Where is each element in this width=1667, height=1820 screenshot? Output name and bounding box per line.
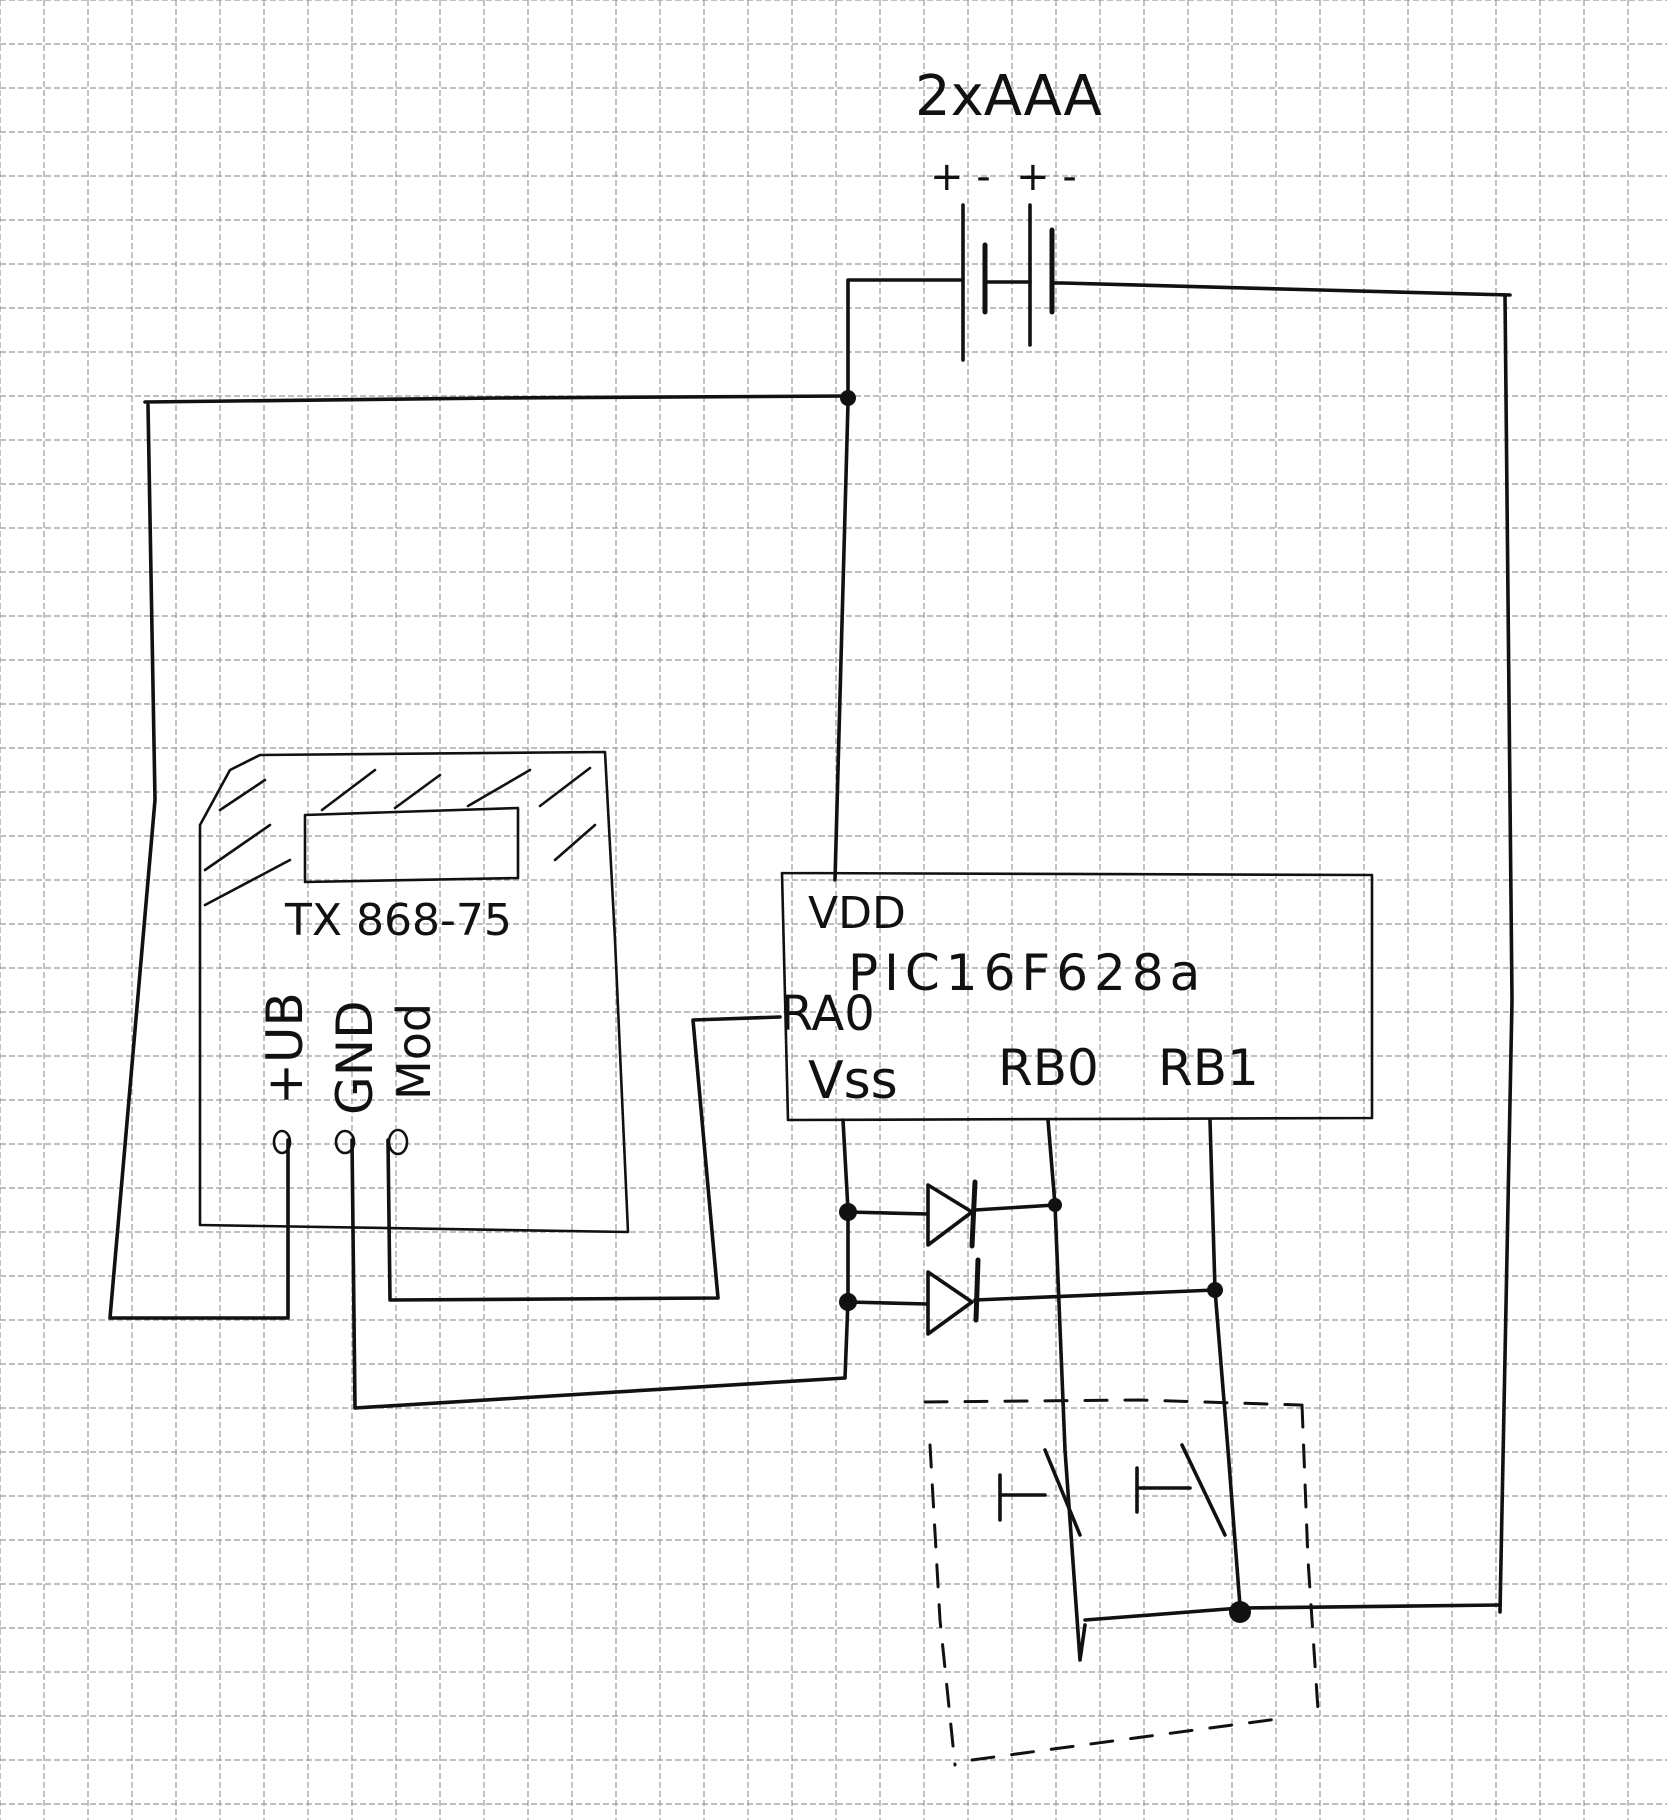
pic-pin-vss: Vss [808,1051,898,1111]
transmitter-hatching [203,766,597,907]
junction-dot [839,1203,857,1221]
diode-1 [926,1179,978,1249]
wire-diode2-right [973,1288,1217,1302]
transmitter-pin-terminal [334,1129,356,1155]
transmitter-pin-ub: +UB [256,992,314,1105]
pic-pin-vdd: VDD [808,888,906,939]
transmitter-module: TX 868-75 +UB GND Mod [198,750,630,1234]
diode-cathode-bar [973,1257,981,1323]
push-button-1 [998,1448,1082,1537]
transmitter-pin-gnd: GND [326,1000,384,1115]
switch-lever [1043,1448,1082,1537]
battery-polarity: + - + - [930,154,1077,200]
wire-supply-to-transmitter [143,394,850,404]
junction-dot [1048,1198,1062,1212]
wire-battery-to-right-rail [1060,281,1512,297]
wire-diode2-left [846,1300,930,1306]
battery-symbol: 2xAAA + - + - [915,64,1102,362]
pic-part-name: PIC16F628a [848,944,1206,1002]
transmitter-pin-terminal [387,1128,409,1156]
wire-vdd-to-battery [846,278,965,405]
wire-diode1-right [973,1203,1057,1212]
wire-vss-down [350,1118,850,1410]
junction-dot [840,390,856,406]
wire-diode1-left [846,1210,930,1216]
wire-vdd-drop [833,401,850,882]
pic-microcontroller: VDD PIC16F628a RA0 Vss RB0 RB1 [780,871,1374,1122]
diode-2 [926,1257,981,1336]
pic-outline [780,871,1374,1122]
switch-lever [1180,1443,1227,1537]
push-button-2 [1135,1443,1227,1537]
wire-bottom-return [1083,1603,1502,1622]
wire-ra0-to-mod [386,1015,782,1302]
pic-pin-ra0: RA0 [780,986,875,1042]
diode-triangle [926,1183,974,1247]
battery-label: 2xAAA [915,64,1102,129]
transmitter-label: TX 868-75 [284,895,512,946]
junction-dot [1229,1601,1251,1623]
junction-dot [1207,1282,1223,1298]
wires [108,278,1514,1662]
junctions [839,390,1251,1623]
button-enclosure-dashed [923,1398,1320,1767]
pic-pin-rb0: RB0 [998,1039,1099,1097]
transmitter-inner-chip [303,806,520,884]
transmitter-pin-mod: Mod [387,1003,441,1100]
transmitter-outline [198,750,630,1234]
transmitter-pin-terminal [272,1129,292,1155]
wire-rb1 [1208,1118,1242,1608]
wire-ub-loop [108,403,290,1320]
wire-rb0 [1046,1118,1087,1662]
junction-dot [839,1293,857,1311]
pic-pin-rb1: RB1 [1158,1039,1259,1097]
diode-triangle [926,1270,974,1336]
wire-right-rail [1498,293,1514,1614]
diode-cathode-bar [969,1179,978,1249]
